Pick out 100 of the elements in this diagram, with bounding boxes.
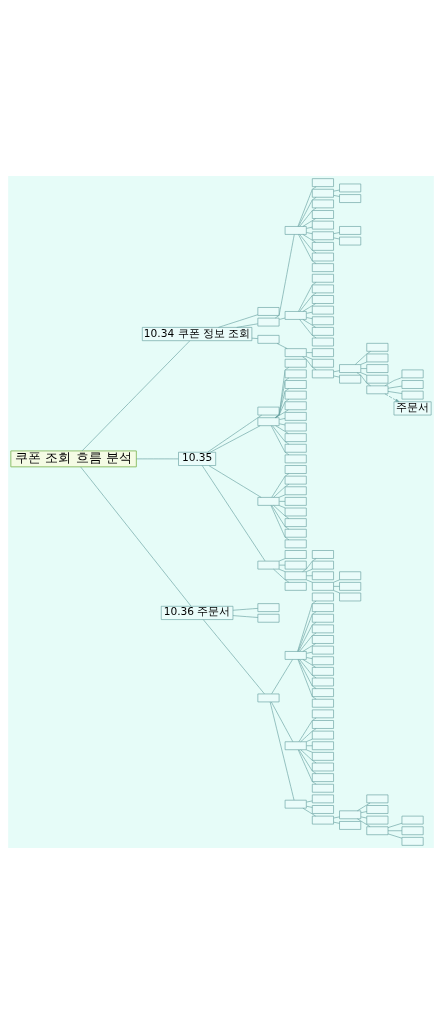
node-box — [284, 486, 307, 496]
connector — [271, 659, 293, 695]
connector — [278, 494, 286, 498]
node-box — [311, 645, 334, 655]
node-box — [311, 635, 334, 644]
connector — [278, 505, 286, 509]
node-box — [284, 582, 307, 591]
connector — [306, 356, 313, 360]
connector — [297, 659, 317, 700]
connector — [298, 622, 317, 652]
connector — [278, 568, 286, 573]
connector — [306, 568, 313, 572]
connector — [218, 314, 259, 328]
connector — [207, 414, 262, 453]
connector — [298, 234, 317, 264]
connector — [299, 632, 317, 652]
node-box — [401, 815, 424, 825]
node-box — [311, 698, 334, 708]
connector — [279, 423, 286, 426]
connector — [387, 833, 403, 839]
node-box — [339, 183, 362, 193]
connector — [299, 659, 317, 679]
node-box — [401, 380, 424, 389]
node-box — [284, 401, 307, 411]
connector — [270, 425, 290, 456]
connector — [360, 368, 368, 369]
connector — [302, 356, 317, 371]
node-box — [311, 560, 334, 570]
node-box — [366, 794, 389, 804]
node-box — [311, 783, 334, 793]
node-box — [284, 443, 307, 453]
connector — [306, 352, 313, 353]
node-box — [284, 799, 307, 809]
connector — [297, 600, 317, 652]
node-box — [339, 582, 362, 591]
node-box — [339, 592, 362, 602]
node-box — [284, 412, 307, 421]
node-box — [311, 613, 334, 623]
connector — [360, 816, 368, 819]
connector — [302, 303, 316, 312]
node-box — [311, 730, 334, 740]
node-box — [257, 497, 280, 506]
node-box — [311, 571, 334, 581]
connector — [136, 458, 179, 460]
node-box: 10.34 쿠폰 정보 조회 — [142, 327, 253, 341]
connector — [300, 728, 317, 743]
connector — [387, 391, 403, 394]
node-box — [284, 528, 307, 538]
node-box: 10.35 — [178, 451, 216, 466]
node-box — [311, 815, 334, 825]
connector — [333, 579, 340, 583]
node-box — [284, 475, 307, 485]
connector — [306, 311, 313, 314]
connector — [297, 186, 317, 227]
node-box — [339, 364, 362, 373]
connector — [209, 425, 261, 453]
connector — [333, 590, 340, 594]
node-box — [311, 199, 334, 209]
connector — [333, 195, 340, 197]
node-box — [311, 582, 334, 591]
connector — [297, 611, 317, 652]
connector — [387, 830, 403, 832]
connector — [81, 340, 191, 452]
connector — [275, 409, 289, 418]
connector — [306, 232, 313, 235]
node-box — [339, 374, 362, 384]
node-box — [284, 518, 307, 527]
connector — [306, 317, 313, 320]
node-box — [366, 815, 389, 825]
node-box — [311, 592, 334, 602]
connector — [279, 418, 286, 420]
node-box — [311, 369, 334, 379]
node-box — [257, 560, 280, 570]
node-box — [284, 560, 307, 570]
node-box — [284, 454, 307, 464]
node-box — [339, 571, 362, 581]
node-box — [311, 273, 334, 283]
connector — [274, 234, 295, 319]
connector — [333, 189, 340, 192]
node-box: 10.36 주문서 — [160, 605, 234, 620]
connector — [271, 701, 294, 742]
node-box — [311, 242, 334, 251]
connector — [360, 372, 368, 376]
node-box — [257, 406, 280, 416]
node-box — [311, 677, 334, 687]
node-box — [366, 826, 389, 836]
node-box — [401, 390, 424, 400]
node-box — [284, 741, 307, 751]
node-box — [311, 603, 334, 612]
node-box — [311, 358, 334, 368]
connector — [80, 466, 192, 607]
connector — [302, 234, 316, 243]
connector — [306, 579, 313, 583]
node-box — [401, 837, 424, 846]
connector — [232, 615, 259, 618]
node-box — [257, 603, 280, 612]
node-box — [311, 709, 334, 719]
connector — [278, 558, 286, 562]
node-box — [311, 305, 334, 315]
connector — [297, 749, 317, 785]
